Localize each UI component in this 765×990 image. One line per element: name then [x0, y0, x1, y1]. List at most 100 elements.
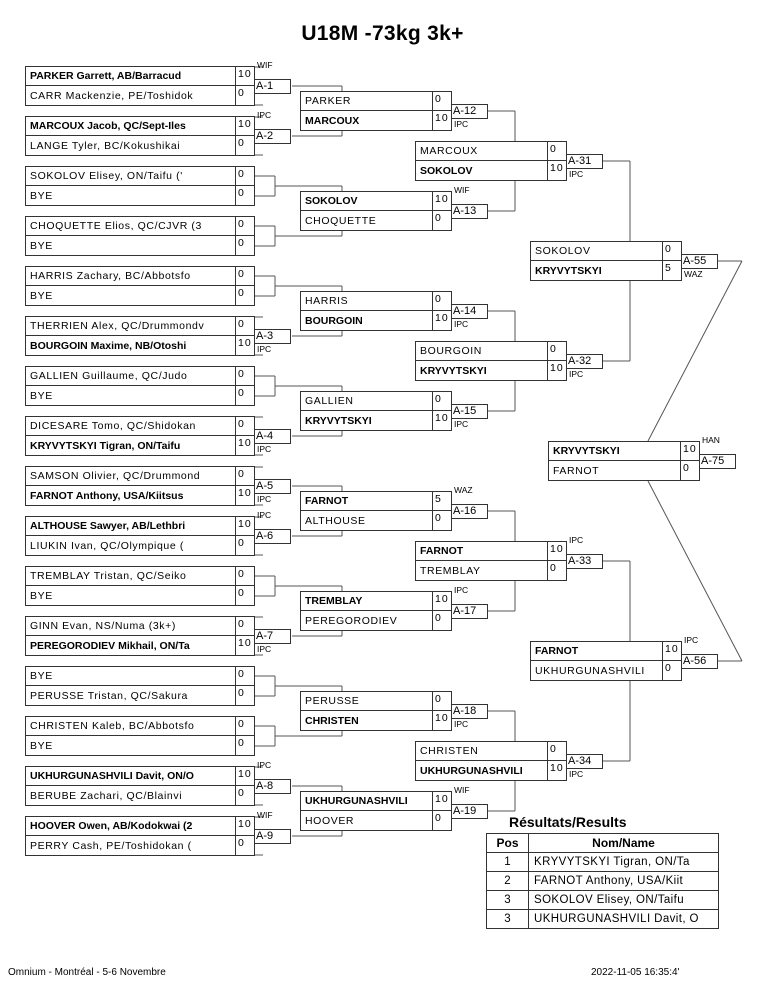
competitor-row[interactable]: GINN Evan, NS/Numa (3k+)0 — [26, 617, 254, 636]
competitor-row[interactable]: PERRY Cash, PE/Toshidokan (0 — [26, 836, 254, 855]
competitor-row[interactable]: SOKOLOV Elisey, ON/Taifu ('0 — [26, 167, 254, 186]
competitor-score: 10 — [235, 486, 254, 505]
competitor-score: 10 — [235, 67, 254, 85]
competitor-score: 0 — [235, 386, 254, 405]
competitor-score: 10 — [680, 442, 699, 460]
competitor-name: FARNOT — [420, 545, 464, 557]
competitor-row[interactable]: LIUKIN Ivan, QC/Olympique (0 — [26, 536, 254, 555]
competitor-name: LIUKIN Ivan, QC/Olympique ( — [30, 539, 184, 552]
competitor-score: 10 — [235, 767, 254, 785]
